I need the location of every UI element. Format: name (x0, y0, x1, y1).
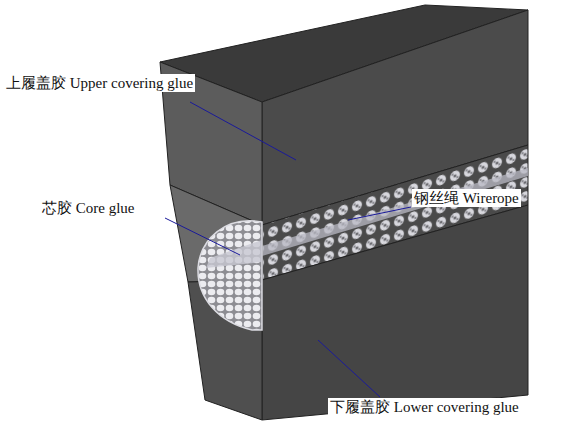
part-label: 芯胶 Core glue (40, 199, 136, 217)
part-label: 上履盖胶 Upper covering glue (4, 74, 195, 92)
part-label: 钢丝绳 Wirerope (412, 189, 521, 207)
part-label: 下履盖胶 Lower covering glue (328, 398, 521, 416)
